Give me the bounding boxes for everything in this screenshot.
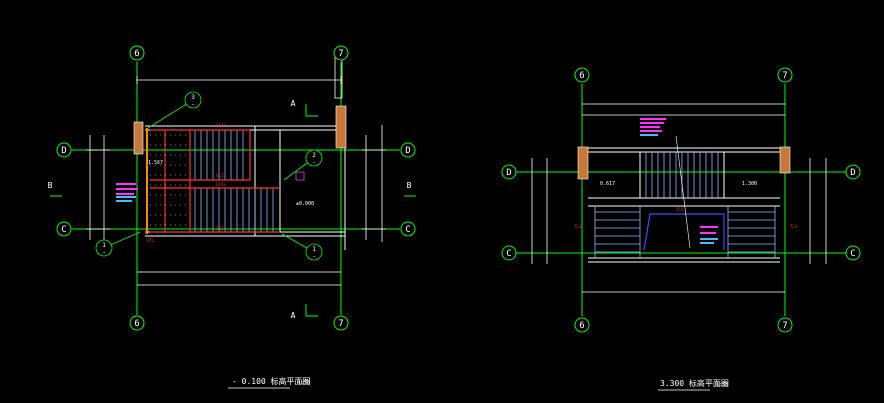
right-axis-labels: 6 7 6 7 D C D C [506, 71, 855, 331]
right-plan-title: 3.300 标高平面图 [660, 378, 729, 388]
svg-text:TL2: TL2 [676, 207, 684, 212]
axis-label-6-bottom-r: 6 [579, 321, 584, 331]
axis-label-c-right-r: C [850, 249, 855, 259]
left-plan-scale: 1:50 [298, 380, 310, 386]
svg-text:GTJ3: GTJ3 [216, 182, 226, 187]
svg-text:±0.000: ±0.000 [296, 201, 314, 207]
left-dimension-lines [86, 76, 386, 286]
right-column-6d [577, 146, 589, 180]
svg-text:1: 1 [312, 246, 316, 253]
svg-text:1.300: 1.300 [742, 181, 757, 187]
svg-text:-: - [312, 159, 316, 166]
right-blue-outline [643, 213, 725, 251]
axis-label-c-right: C [405, 225, 410, 235]
right-stair-plan: 6 7 6 7 D C D C 0.617 1.300 TL1 TL1 TL2 … [501, 67, 861, 391]
left-stair-plan: 6 7 6 7 D C D C A A B B [48, 45, 416, 389]
left-beam-labels: GTJ1 GTJ2 GTJ3 GTJ4 GTL [147, 123, 226, 243]
axis-label-7-top: 7 [338, 49, 343, 59]
left-plan-title: - 0.100 标高平面图 [232, 376, 311, 386]
right-walls [588, 147, 780, 263]
axis-label-c-left: C [61, 225, 66, 235]
left-magenta-notes [116, 171, 305, 195]
svg-text:TL1: TL1 [574, 224, 582, 229]
axis-label-d-left: D [61, 146, 66, 156]
svg-text:GTJ2: GTJ2 [216, 173, 226, 178]
svg-text:3: 3 [191, 94, 195, 101]
left-level-marks: 1.567 ±0.000 [148, 160, 314, 207]
axis-label-d-right: D [405, 146, 410, 156]
right-leader-line [675, 135, 691, 249]
svg-text:-: - [191, 101, 195, 108]
axis-label-6-bottom: 6 [134, 319, 139, 329]
svg-text:GTJ1: GTJ1 [216, 123, 226, 128]
left-callouts [95, 91, 323, 261]
svg-text:-: - [312, 253, 316, 260]
section-a-bottom: A [291, 311, 296, 320]
left-axis-bubbles [56, 45, 416, 331]
left-column-6d [133, 121, 144, 155]
right-level-marks: 0.617 1.300 [600, 181, 757, 187]
left-stair-treads [194, 130, 274, 232]
right-dimension-lines [531, 103, 827, 293]
left-cyan-notes [116, 196, 136, 202]
left-stair-beams [150, 129, 280, 233]
axis-label-7-bottom: 7 [338, 319, 343, 329]
left-column-7d [335, 105, 347, 149]
right-column-7d [779, 146, 791, 174]
svg-text:GTJ4: GTJ4 [216, 226, 226, 231]
axis-label-6-top: 6 [134, 49, 139, 59]
section-b-right: B [407, 181, 412, 190]
left-landing-hatch [150, 134, 190, 226]
svg-text:GTL: GTL [147, 238, 155, 243]
right-plan-scale: 1:50 [716, 382, 728, 388]
svg-text:0.617: 0.617 [600, 181, 615, 187]
svg-text:1.567: 1.567 [148, 160, 163, 166]
svg-text:-: - [102, 249, 106, 256]
axis-label-c-left-r: C [506, 249, 511, 259]
axis-label-d-right-r: D [850, 168, 855, 178]
axis-label-6-top-r: 6 [579, 71, 584, 81]
svg-text:2: 2 [312, 152, 316, 159]
axis-label-7-bottom-r: 7 [782, 321, 787, 331]
left-section-marks [50, 104, 416, 317]
section-b-left: B [48, 181, 53, 190]
right-beam-labels: TL1 TL1 TL2 [574, 207, 798, 229]
left-callout-text: 3 - 2 - 1 - 1 - [102, 94, 316, 260]
left-section-letters: A A B B [48, 99, 412, 320]
axis-label-d-left-r: D [506, 168, 511, 178]
left-axis-labels: 6 7 6 7 D C D C [61, 49, 410, 329]
axis-label-7-top-r: 7 [782, 71, 787, 81]
svg-text:TL1: TL1 [790, 224, 798, 229]
right-cyan-notes [640, 134, 718, 244]
section-a-top: A [291, 99, 296, 108]
svg-text:1: 1 [102, 242, 106, 249]
right-axis-bubbles [501, 67, 861, 333]
right-axis-lines [516, 84, 846, 316]
right-stair-treads [594, 152, 776, 258]
right-magenta-notes [640, 118, 718, 234]
